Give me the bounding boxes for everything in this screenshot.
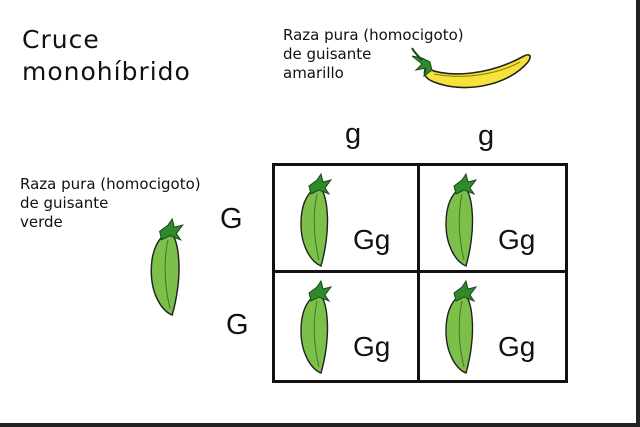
yellow-parent-label: Raza pura (homocigoto) de guisante amari… bbox=[283, 26, 464, 83]
title-line-2: monohíbrido bbox=[22, 57, 191, 86]
frame-edge-bottom bbox=[0, 423, 640, 427]
yellow-pea-pod-icon bbox=[411, 47, 531, 89]
genotype-label: Gg bbox=[498, 331, 536, 362]
green-pea-pod-icon bbox=[445, 279, 478, 374]
genotype-label: Gg bbox=[353, 224, 391, 255]
genotype-label: Gg bbox=[353, 331, 391, 362]
yellow-label-line-1: Raza pura (homocigoto) bbox=[283, 26, 464, 44]
green-pea-pod-icon bbox=[300, 172, 333, 267]
yellow-label-line-3: amarillo bbox=[283, 64, 344, 82]
top-allele-1: g bbox=[345, 118, 362, 150]
green-parent-label: Raza pura (homocigoto) de guisante verde bbox=[20, 175, 201, 232]
green-pea-pod-icon bbox=[150, 217, 184, 317]
punnett-cell: Gg bbox=[275, 273, 420, 380]
punnett-square: Gg Gg Gg Gg bbox=[272, 163, 568, 383]
genotype-label: Gg bbox=[498, 224, 536, 255]
side-allele-2: G bbox=[226, 309, 249, 341]
green-pea-pod-icon bbox=[445, 172, 478, 267]
green-pea-pod-icon bbox=[300, 279, 333, 374]
diagram-title: Cruce monohíbrido bbox=[22, 24, 191, 88]
frame-edge-right bbox=[636, 0, 640, 427]
top-allele-2: g bbox=[478, 120, 495, 152]
punnett-cell: Gg bbox=[420, 273, 565, 380]
title-line-1: Cruce bbox=[22, 25, 100, 54]
punnett-cell: Gg bbox=[275, 166, 420, 273]
side-allele-1: G bbox=[220, 203, 243, 235]
yellow-label-line-2: de guisante bbox=[283, 45, 372, 63]
green-label-line-2: de guisante bbox=[20, 194, 109, 212]
green-label-line-3: verde bbox=[20, 213, 63, 231]
green-label-line-1: Raza pura (homocigoto) bbox=[20, 175, 201, 193]
punnett-cell: Gg bbox=[420, 166, 565, 273]
